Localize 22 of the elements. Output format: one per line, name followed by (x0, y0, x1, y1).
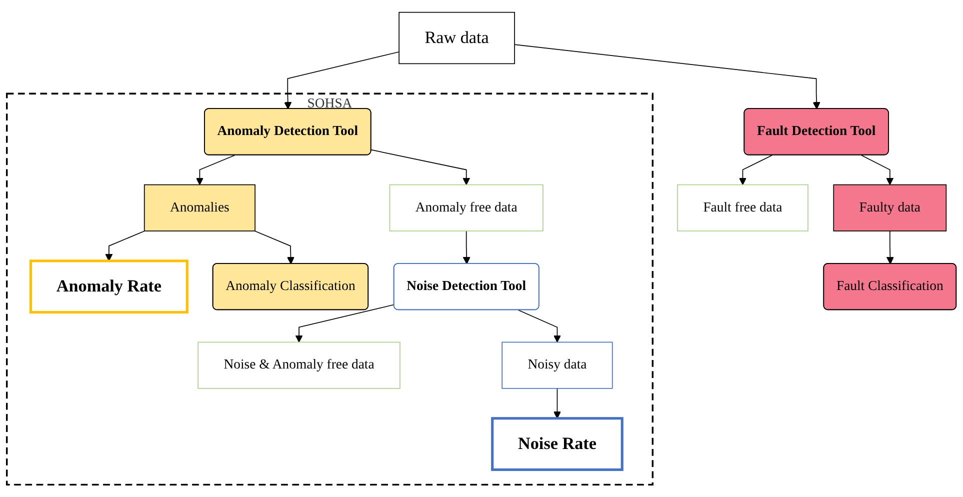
arrow (514, 44, 820, 110)
arrow (738, 154, 773, 186)
node-box: Anomaly free data (389, 184, 544, 232)
node-box: Noisy data (502, 342, 613, 389)
node-box: Noise & Anomaly free data (198, 342, 400, 389)
node-box: Fault free data (677, 184, 808, 232)
arrow (254, 230, 294, 264)
arrow (105, 230, 146, 262)
node-box: Anomalies (144, 184, 256, 232)
arrow (553, 388, 561, 419)
node-box: Noise Rate (491, 417, 624, 471)
node-box: Raw data (398, 12, 515, 64)
arrow (295, 304, 395, 343)
arrow (462, 230, 470, 264)
arrow (886, 230, 894, 264)
arrow (370, 149, 470, 186)
arrow (860, 154, 894, 186)
node-box: Anomaly Rate (29, 260, 188, 314)
arrow (196, 154, 236, 186)
arrow (284, 51, 400, 110)
arrow (518, 310, 561, 343)
node-box: Faulty data (833, 184, 947, 232)
